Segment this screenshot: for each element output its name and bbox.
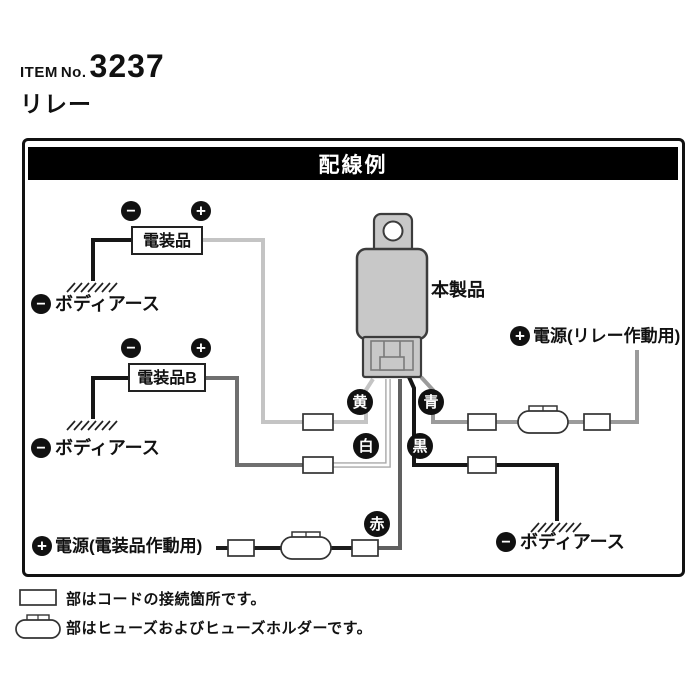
svg-text:+: +	[196, 338, 206, 357]
minus-icon	[496, 532, 516, 552]
svg-text:−: −	[126, 340, 135, 357]
legend-connector-note: 部はコードの接続箇所です。	[66, 591, 267, 608]
cord-connector	[351, 539, 379, 557]
device1-box: 電装品	[131, 226, 203, 255]
item-number: 3237	[89, 48, 165, 84]
svg-text:ボディアース: ボディアース	[55, 437, 160, 458]
legend-fuse-note: 部はヒューズおよびヒューズホルダーです。	[66, 620, 373, 637]
svg-text:+: +	[196, 201, 206, 220]
item-line: ITEM No. 3237	[20, 50, 165, 82]
ground-label: − ボディアース	[31, 293, 160, 314]
diagram-title-bar: 配線例	[28, 147, 678, 180]
wire-device1-ground	[91, 238, 135, 281]
fuse-holder	[280, 531, 332, 560]
ground-symbol	[66, 282, 118, 293]
svg-text:ボディアース: ボディアース	[520, 531, 625, 552]
wire-badge-white: 白	[353, 433, 379, 459]
svg-text:−: −	[36, 440, 45, 457]
legend-fuse-icon	[15, 614, 61, 639]
svg-text:−: −	[36, 296, 45, 313]
ground-symbol	[530, 522, 582, 533]
plus-icon	[510, 326, 530, 346]
cord-connector	[583, 413, 611, 431]
svg-text:白: 白	[358, 437, 373, 455]
cord-connector	[467, 413, 497, 431]
device1-label: 電装品	[143, 231, 191, 250]
wire-white	[318, 379, 390, 467]
device2-box: 電装品B	[128, 363, 206, 392]
wire-badge-yellow: 黄	[347, 389, 373, 415]
wire-black	[407, 376, 559, 521]
minus-icon: −	[121, 338, 141, 358]
minus-icon	[31, 438, 51, 458]
wire-badge-red: 赤	[364, 511, 390, 537]
svg-text:ボディアース: ボディアース	[55, 293, 160, 314]
legend-connector-icon	[19, 589, 57, 606]
svg-text:赤: 赤	[369, 515, 384, 533]
relay-illustration	[355, 212, 429, 379]
svg-text:+: +	[515, 326, 525, 345]
plus-icon: +	[191, 338, 211, 358]
cord-connector	[467, 456, 497, 474]
minus-icon	[31, 294, 51, 314]
cord-connector	[302, 413, 334, 431]
relay-label: 本製品	[431, 279, 485, 300]
minus-icon: −	[121, 201, 141, 221]
item-label: ITEM	[20, 64, 58, 81]
ground-label: − ボディアース	[31, 437, 160, 458]
fuse-holder	[517, 405, 569, 434]
wire-yellow	[202, 238, 375, 424]
product-name: リレー	[20, 91, 92, 117]
wire-device2-ground	[91, 376, 133, 419]
wire-badge-blue: 青	[418, 389, 444, 415]
wire-badge-black: 黒	[407, 433, 433, 459]
svg-text:黒: 黒	[412, 438, 427, 455]
header: ITEM No. 3237 リレー	[20, 50, 165, 119]
cord-connector	[302, 456, 334, 474]
svg-text:電源(電装品作動用): 電源(電装品作動用)	[55, 535, 202, 555]
plus-icon: +	[191, 201, 211, 221]
diagram-title: 配線例	[318, 153, 388, 177]
svg-text:−: −	[501, 534, 510, 551]
ground-label: − ボディアース	[496, 531, 625, 552]
mounting-hole-icon	[382, 220, 404, 242]
ground-symbol	[66, 420, 118, 431]
wire-deviceB-plus	[204, 376, 318, 467]
cord-connector	[227, 539, 255, 557]
svg-text:黄: 黄	[352, 393, 367, 411]
item-no-label: No.	[60, 64, 87, 81]
svg-text:+: +	[37, 536, 47, 555]
svg-text:青: 青	[423, 393, 438, 411]
wire-blue	[419, 350, 639, 424]
power-relay-label: + 電源(リレー作動用)	[510, 325, 680, 346]
device2-label: 電装品B	[137, 368, 197, 387]
svg-text:電源(リレー作動用): 電源(リレー作動用)	[533, 325, 680, 345]
plus-icon	[32, 536, 52, 556]
svg-text:−: −	[126, 203, 135, 220]
power-device-label: + 電源(電装品作動用)	[32, 535, 202, 556]
